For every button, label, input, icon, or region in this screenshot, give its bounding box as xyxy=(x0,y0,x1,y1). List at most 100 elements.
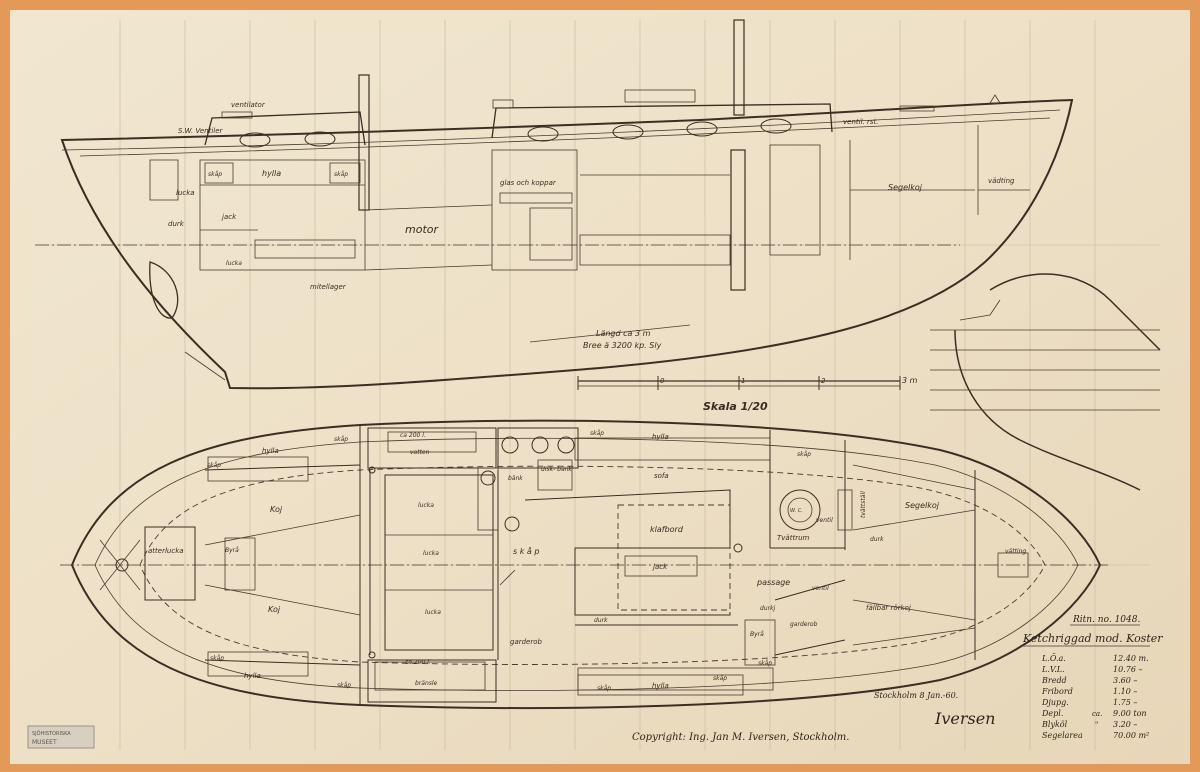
scale-title: Skala 1/20 xyxy=(703,400,768,413)
label-length-note-1: Längd ca 3 m xyxy=(596,329,651,338)
plan-label-diskbank: disk- bänk xyxy=(541,466,572,473)
place-date: Stockholm 8 Jan.-60. xyxy=(874,691,958,700)
plan-label-hylla-4: hylla xyxy=(652,433,669,441)
spec-name-2: Bredd xyxy=(1041,676,1067,685)
profile-hull xyxy=(60,98,1074,390)
label-hylla: hylla xyxy=(262,169,281,178)
spec-value-6: 3.20 – xyxy=(1113,720,1137,729)
spec-value-4: 1.75 – xyxy=(1113,698,1137,707)
main-deckhouse xyxy=(491,103,833,139)
plan-label-fallbar-rorkoj: fällbar rörkoj xyxy=(866,604,911,612)
plan-label-jack-2: jack xyxy=(652,563,668,571)
plan-label-koj-2: Koj xyxy=(268,605,281,614)
plan-label-durk-1: durk xyxy=(870,536,884,543)
plan-label-skap-3: skåp xyxy=(337,682,351,689)
plan-label-skap-7: skåp xyxy=(797,451,811,458)
label-tanklager: mitellager xyxy=(310,283,347,291)
plan-label-skap-10: skåp xyxy=(713,675,727,682)
plan-label-lucka-2: lucka xyxy=(423,550,439,557)
label-ventilator: ventilator xyxy=(231,101,266,109)
stamp-line-2: MUSEET xyxy=(32,739,57,746)
plan-label-skap-1: skåp xyxy=(334,436,348,443)
plan-label-garderob-1: garderob xyxy=(510,638,543,646)
spec-qual-5: ca. xyxy=(1092,710,1102,718)
plan-label-tank-2: ca 200 l. xyxy=(405,659,431,666)
copyright-line: Copyright: Ing. Jan M. Iversen, Stockhol… xyxy=(632,732,849,743)
plan-label-tvattstall: tvättställ xyxy=(860,491,867,518)
title-block: Ritn. no. 1048. Ketchriggad mod. Koster … xyxy=(632,615,1163,743)
mizzen-mast xyxy=(358,74,370,211)
wc-toilet xyxy=(779,489,821,531)
plan-label-skap-8: s k å p xyxy=(513,546,539,556)
stamp-line-1: SJÖHISTORISKA xyxy=(32,730,71,737)
archive-stamp: SJÖHISTORISKA MUSEET xyxy=(27,725,95,749)
plan-label-lucka-3: lucka xyxy=(425,609,441,616)
drawing-number: Ritn. no. 1048. xyxy=(1072,615,1140,625)
plan-label-durkj: durkj xyxy=(760,605,776,612)
label-length-note-2: Bree ä 3200 kp. Sly xyxy=(583,341,662,350)
plan-label-ventil-2: ventil xyxy=(812,585,829,592)
plan-label-vatten: vatten xyxy=(410,449,430,456)
spec-name-7: Segelarea xyxy=(1042,731,1083,740)
plan-label-garderob-2: garderob xyxy=(790,621,818,628)
spec-name-0: L.Ö.a. xyxy=(1041,654,1066,663)
plan-label-segelkoj: Segelkoj xyxy=(905,501,940,510)
spec-name-1: L.V.L. xyxy=(1041,665,1065,674)
spec-name-6: Blyköl xyxy=(1041,720,1068,729)
scale-tick-0: 0 xyxy=(660,377,665,385)
spec-value-2: 3.60 – xyxy=(1113,676,1137,685)
plan-label-tank-1: ca 200 l. xyxy=(400,432,426,439)
aft-deckhouse xyxy=(204,111,366,146)
scale-tick-2: 2 xyxy=(821,377,826,385)
signature: Iversen xyxy=(934,709,995,728)
plan-label-atterlucka: atterlucka xyxy=(148,547,184,555)
spec-name-3: Fribord xyxy=(1041,687,1073,696)
label-lucka-b: lucka xyxy=(226,260,242,267)
spec-value-5: 9.00 ton xyxy=(1113,709,1147,718)
plan-label-byra-1: Byrå xyxy=(225,547,239,554)
plan-label-ventil: ventil xyxy=(816,517,833,524)
plan-label-skap-4: skåp xyxy=(210,655,224,662)
spec-value-0: 12.40 m. xyxy=(1113,654,1149,663)
bow-section-view xyxy=(930,273,1161,491)
plan-label-koj-1: Koj xyxy=(270,505,283,514)
aft-hatch xyxy=(144,526,196,601)
plan-label-vattning: vätting xyxy=(1005,548,1026,555)
plan-view: skåp hylla skåp ca 200 l. vatten Koj Koj… xyxy=(60,419,1110,710)
plan-label-hylla-5: hylla xyxy=(652,682,669,690)
spec-qual-6: " xyxy=(1095,721,1098,729)
plan-label-byra-2: Byrå xyxy=(750,631,764,638)
label-vaditing: vädting xyxy=(988,177,1015,185)
plan-label-lucka-1: lucka xyxy=(418,502,434,509)
label-skap-a: skåp xyxy=(208,171,222,178)
spec-name-4: Djupg. xyxy=(1041,698,1069,707)
plan-label-passage: passage xyxy=(756,578,790,587)
plan-label-skap-6: skåp xyxy=(590,430,604,437)
plan-label-skap-2: skåp xyxy=(207,462,221,469)
plan-label-bank: bänk xyxy=(508,475,523,482)
label-durk: durk xyxy=(168,220,185,228)
drawing-title: Ketchriggad mod. Koster xyxy=(1022,632,1163,645)
plan-label-bransle: bränsle xyxy=(415,680,438,687)
plan-label-hylla-1: hylla xyxy=(262,447,279,455)
label-motor: motor xyxy=(405,223,439,236)
plan-label-hylla-2: hylla xyxy=(244,672,261,680)
plan-label-sofa: sofa xyxy=(654,472,669,480)
spec-value-7: 70.00 m² xyxy=(1113,731,1149,740)
plan-label-tvattrum: Tvättrum xyxy=(777,534,810,542)
spec-name-5: Depl. xyxy=(1041,709,1063,718)
plan-label-skap-9: skåp xyxy=(597,685,611,692)
scale-tick-3: 3 m xyxy=(902,376,918,385)
label-sw-ventilator: S.W. Ventiler xyxy=(178,127,224,135)
label-segelkoj-profile: Segelkoj xyxy=(888,183,923,192)
profile-view: ventilator S.W. Ventiler hylla skåp skåp… xyxy=(35,19,1074,390)
label-glas-och-koppar: glas och koppar xyxy=(500,179,557,187)
label-ventil-rst: ventil. rst. xyxy=(843,118,878,126)
spec-table: L.Ö.a. 12.40 m. L.V.L. 10.76 – Bredd 3.6… xyxy=(1041,654,1149,740)
plan-label-durk-2: durk xyxy=(594,617,608,624)
plan-label-wc: W. C. xyxy=(790,508,803,514)
rudder xyxy=(149,261,179,319)
label-skap-b: skåp xyxy=(334,171,348,178)
plan-label-klafbord: klafbord xyxy=(650,525,684,534)
